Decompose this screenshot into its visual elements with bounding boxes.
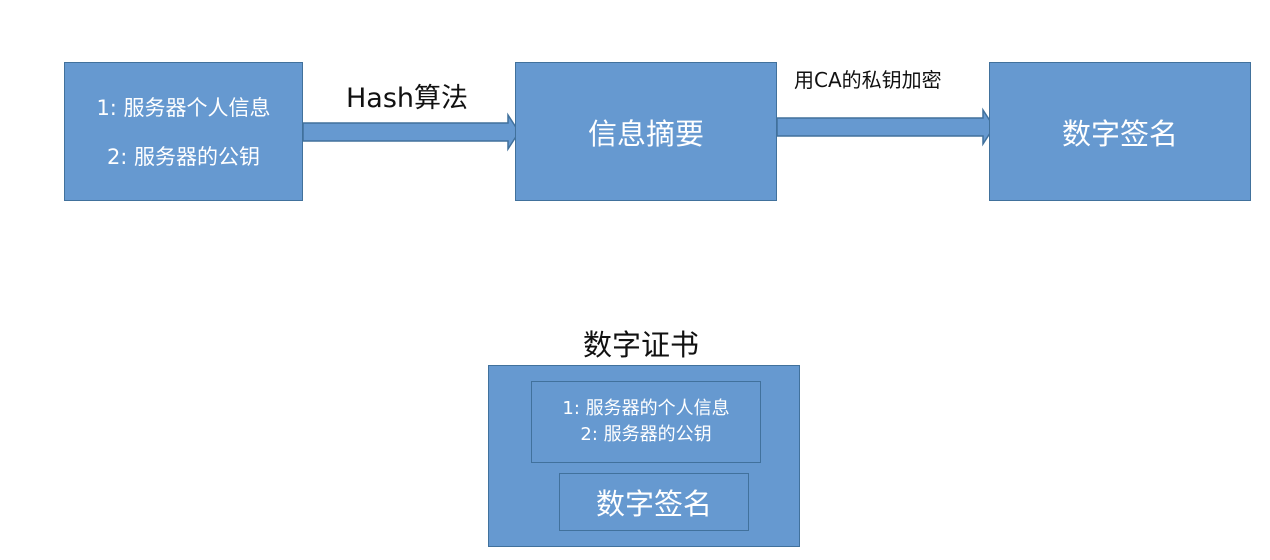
message-digest-label: 信息摘要 [587,116,704,151]
digital-signature-label: 数字签名 [1061,116,1178,151]
certificate-signature-label: 数字签名 [595,487,712,521]
ca-encrypt-label: 用CA的私钥加密 [794,68,942,92]
digital-signature-box: 数字签名 [989,62,1251,201]
certificate-title: 数字证书 [583,328,700,362]
arrow-encrypt [776,107,995,147]
certificate-signature-box: 数字签名 [559,473,749,531]
certificate-box: 1: 服务器的个人信息 2: 服务器的公钥 数字签名 [488,365,800,547]
certificate-info-box: 1: 服务器的个人信息 2: 服务器的公钥 [531,381,761,463]
server-info-line-2: 2: 服务器的公钥 [106,145,261,169]
certificate-info-line-1: 1: 服务器的个人信息 [562,398,730,419]
server-info-box: 1: 服务器个人信息 2: 服务器的公钥 [64,62,303,201]
server-info-line-1: 1: 服务器个人信息 [96,96,271,120]
arrow-hash [302,112,520,152]
certificate-info-line-2: 2: 服务器的公钥 [580,424,712,445]
message-digest-box: 信息摘要 [515,62,777,201]
hash-algorithm-label: Hash算法 [346,83,469,114]
